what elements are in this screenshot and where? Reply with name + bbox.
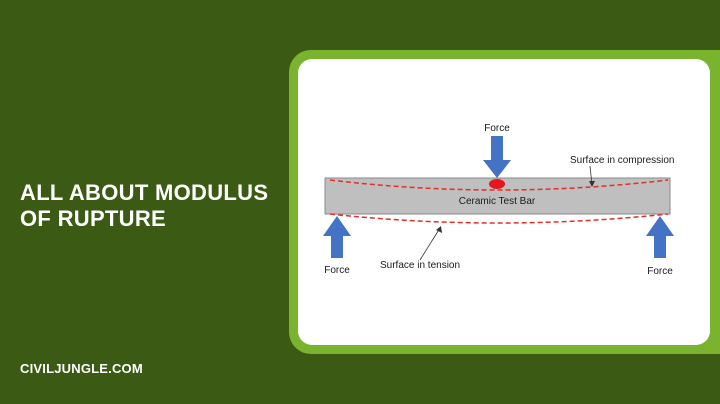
compression-curve bbox=[329, 179, 669, 191]
left-force-label: Force bbox=[324, 265, 350, 276]
tension-curve bbox=[329, 213, 669, 224]
right-force-arrow bbox=[646, 216, 674, 258]
load-contact-point bbox=[489, 179, 505, 189]
tension-label: Surface in tension bbox=[380, 260, 460, 271]
right-force-label: Force bbox=[647, 266, 673, 277]
top-force-label: Force bbox=[484, 123, 510, 134]
headline-line-1: ALL ABOUT MODULUS bbox=[20, 180, 269, 205]
tension-leader bbox=[419, 227, 441, 261]
top-force-arrow bbox=[483, 136, 511, 178]
tension-leader-head bbox=[436, 226, 442, 233]
headline-line-2: OF RUPTURE bbox=[20, 206, 166, 231]
headline: ALL ABOUT MODULUS OF RUPTURE bbox=[20, 180, 290, 232]
site-name: CIVILJUNGLE.COM bbox=[20, 361, 143, 376]
bar-label: Ceramic Test Bar bbox=[459, 196, 536, 207]
compression-label: Surface in compression bbox=[570, 155, 675, 166]
compression-leader-head bbox=[589, 181, 595, 187]
left-force-arrow bbox=[323, 216, 351, 258]
